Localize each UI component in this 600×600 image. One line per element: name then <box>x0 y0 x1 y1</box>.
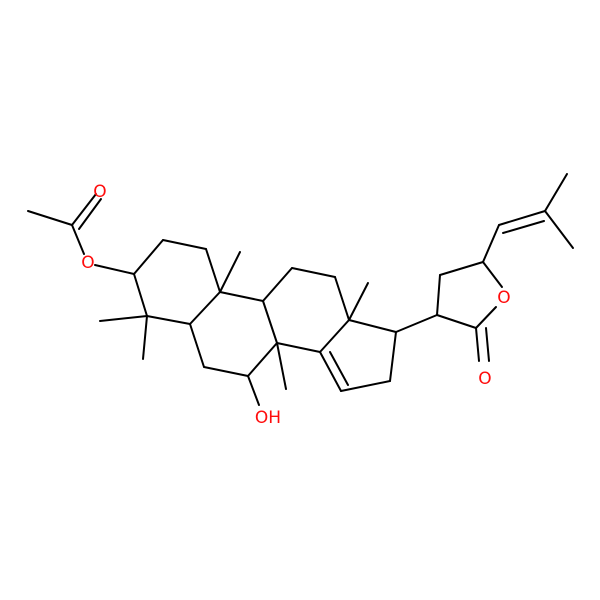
bond-c7-c6 <box>203 366 249 377</box>
bond-acetyl-carbonyl-b <box>78 198 102 230</box>
bond-c5-c4 <box>146 315 191 325</box>
hydroxyl-label: OH <box>255 408 281 428</box>
bond-c10-methyl <box>219 251 241 293</box>
bond-c24-c25-b <box>502 220 545 234</box>
bond-c23-ring-o <box>482 261 503 288</box>
bond-c13-c14 <box>319 319 350 353</box>
bond-c25-methyl-a <box>544 173 568 212</box>
bond-c14-c15-a <box>319 351 342 392</box>
bond-c1-c10 <box>205 248 221 293</box>
bond-c13-methyl <box>348 282 369 321</box>
bond-c4-methyl-b <box>142 315 148 360</box>
bond-c3-c2 <box>133 239 164 275</box>
bond-c22-c20 <box>436 314 477 329</box>
bond-ch2-c23 <box>439 261 484 276</box>
bond-c10-c9 <box>219 291 264 302</box>
bond-ring-o-c22 <box>475 306 497 329</box>
bond-c22-o-a <box>475 327 480 362</box>
lactone-carbonyl-o-label: O <box>478 369 491 389</box>
bond-c14-c8 <box>276 342 321 353</box>
bond-c16-c17 <box>389 331 397 382</box>
bond-c7-oh <box>247 375 260 406</box>
bond-c8-c7 <box>247 342 278 377</box>
ester-o-label: O <box>81 253 94 273</box>
bond-c20-ch2 <box>436 274 441 316</box>
bond-c9-c8 <box>262 300 278 344</box>
bond-c4-c3 <box>133 273 148 317</box>
bond-c23-c24 <box>482 224 500 263</box>
bond-c2-c1 <box>162 239 207 250</box>
bond-c17-c13 <box>348 319 397 333</box>
bond-acetyl-carbonyl-a <box>71 193 97 226</box>
bond-c24-c25-a <box>498 210 546 226</box>
bond-c6-c5 <box>189 323 205 368</box>
bond-c4-methyl-a <box>99 315 148 322</box>
bond-c11-c12 <box>291 267 336 278</box>
bond-c14-c15-b <box>329 351 349 386</box>
bond-c9-c11 <box>262 267 293 302</box>
bond-c12-c13 <box>334 276 350 321</box>
ester-carbonyl-o-label: O <box>93 182 106 202</box>
bond-c17-c20 <box>395 314 438 333</box>
bond-ester-o-c3 <box>94 264 135 275</box>
bond-acetyl-ester <box>71 224 85 255</box>
bond-c22-o-b <box>485 327 490 362</box>
bond-c8-methyl <box>276 342 287 390</box>
bond-c15-c16 <box>340 380 391 392</box>
bond-c25-methyl-b <box>544 210 574 249</box>
bond-c10-c5 <box>189 291 221 325</box>
bond-acetyl-methyl <box>27 210 73 226</box>
ring-o-label: O <box>497 288 510 308</box>
